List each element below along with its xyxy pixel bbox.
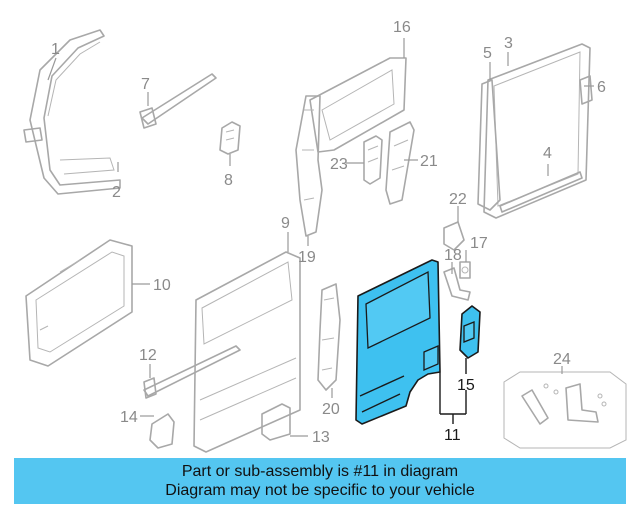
part-20-lower-pillar <box>317 283 341 391</box>
callout-1: 1 <box>51 41 60 58</box>
callout-18: 18 <box>444 247 462 264</box>
callout-12: 12 <box>139 347 157 364</box>
part-18-hinge <box>443 267 471 301</box>
info-banner: Part or sub-assembly is #11 in diagram D… <box>14 458 626 504</box>
callout-8: 8 <box>224 172 233 189</box>
part-15-quarter-bracket <box>459 305 481 359</box>
callout-7: 7 <box>141 76 150 93</box>
part-13-panel-piece <box>261 403 291 441</box>
callout-15: 15 <box>457 377 475 394</box>
part-10-side-panel <box>25 239 133 367</box>
leader-11 <box>439 372 467 424</box>
part-23-reinforcement <box>363 135 383 185</box>
callout-23: 23 <box>330 156 348 173</box>
callout-21: 21 <box>420 153 438 170</box>
callout-5: 5 <box>483 45 492 62</box>
part-9-sliding-door <box>193 251 301 453</box>
callout-14: 14 <box>120 409 138 426</box>
part-19-pillar <box>295 95 323 237</box>
callout-2: 2 <box>112 184 121 201</box>
part-14-bracket <box>149 413 175 449</box>
callout-16: 16 <box>393 19 411 36</box>
part-12-rail <box>143 345 241 399</box>
callout-11: 11 <box>444 427 461 444</box>
callout-4: 4 <box>543 145 552 162</box>
leader-1 <box>47 57 57 81</box>
part-11-quarter-panel <box>355 259 441 425</box>
banner-line-2: Diagram may not be specific to your vehi… <box>165 482 475 499</box>
part-22-bracket <box>443 221 465 251</box>
callout-20: 20 <box>322 401 340 418</box>
callout-22: 22 <box>449 191 467 208</box>
banner-line-1: Part or sub-assembly is #11 in diagram <box>181 463 459 480</box>
part-3-sliding-door-frame <box>477 43 593 219</box>
callout-3: 3 <box>504 35 513 52</box>
part-1-front-pillar-frame <box>23 29 121 195</box>
part-21-reinforcement <box>385 121 415 205</box>
callout-10: 10 <box>153 277 171 294</box>
callout-19: 19 <box>298 249 316 266</box>
callout-9: 9 <box>281 215 290 232</box>
part-17-clip <box>459 261 471 279</box>
part-24-inset <box>503 371 627 449</box>
part-8-bracket <box>219 121 241 155</box>
callout-17: 17 <box>470 235 488 252</box>
callout-13: 13 <box>312 429 330 446</box>
part-7-strip <box>139 73 217 129</box>
callout-6: 6 <box>597 79 606 96</box>
callout-24: 24 <box>553 351 571 368</box>
part-16-quarter-frame <box>309 57 407 153</box>
